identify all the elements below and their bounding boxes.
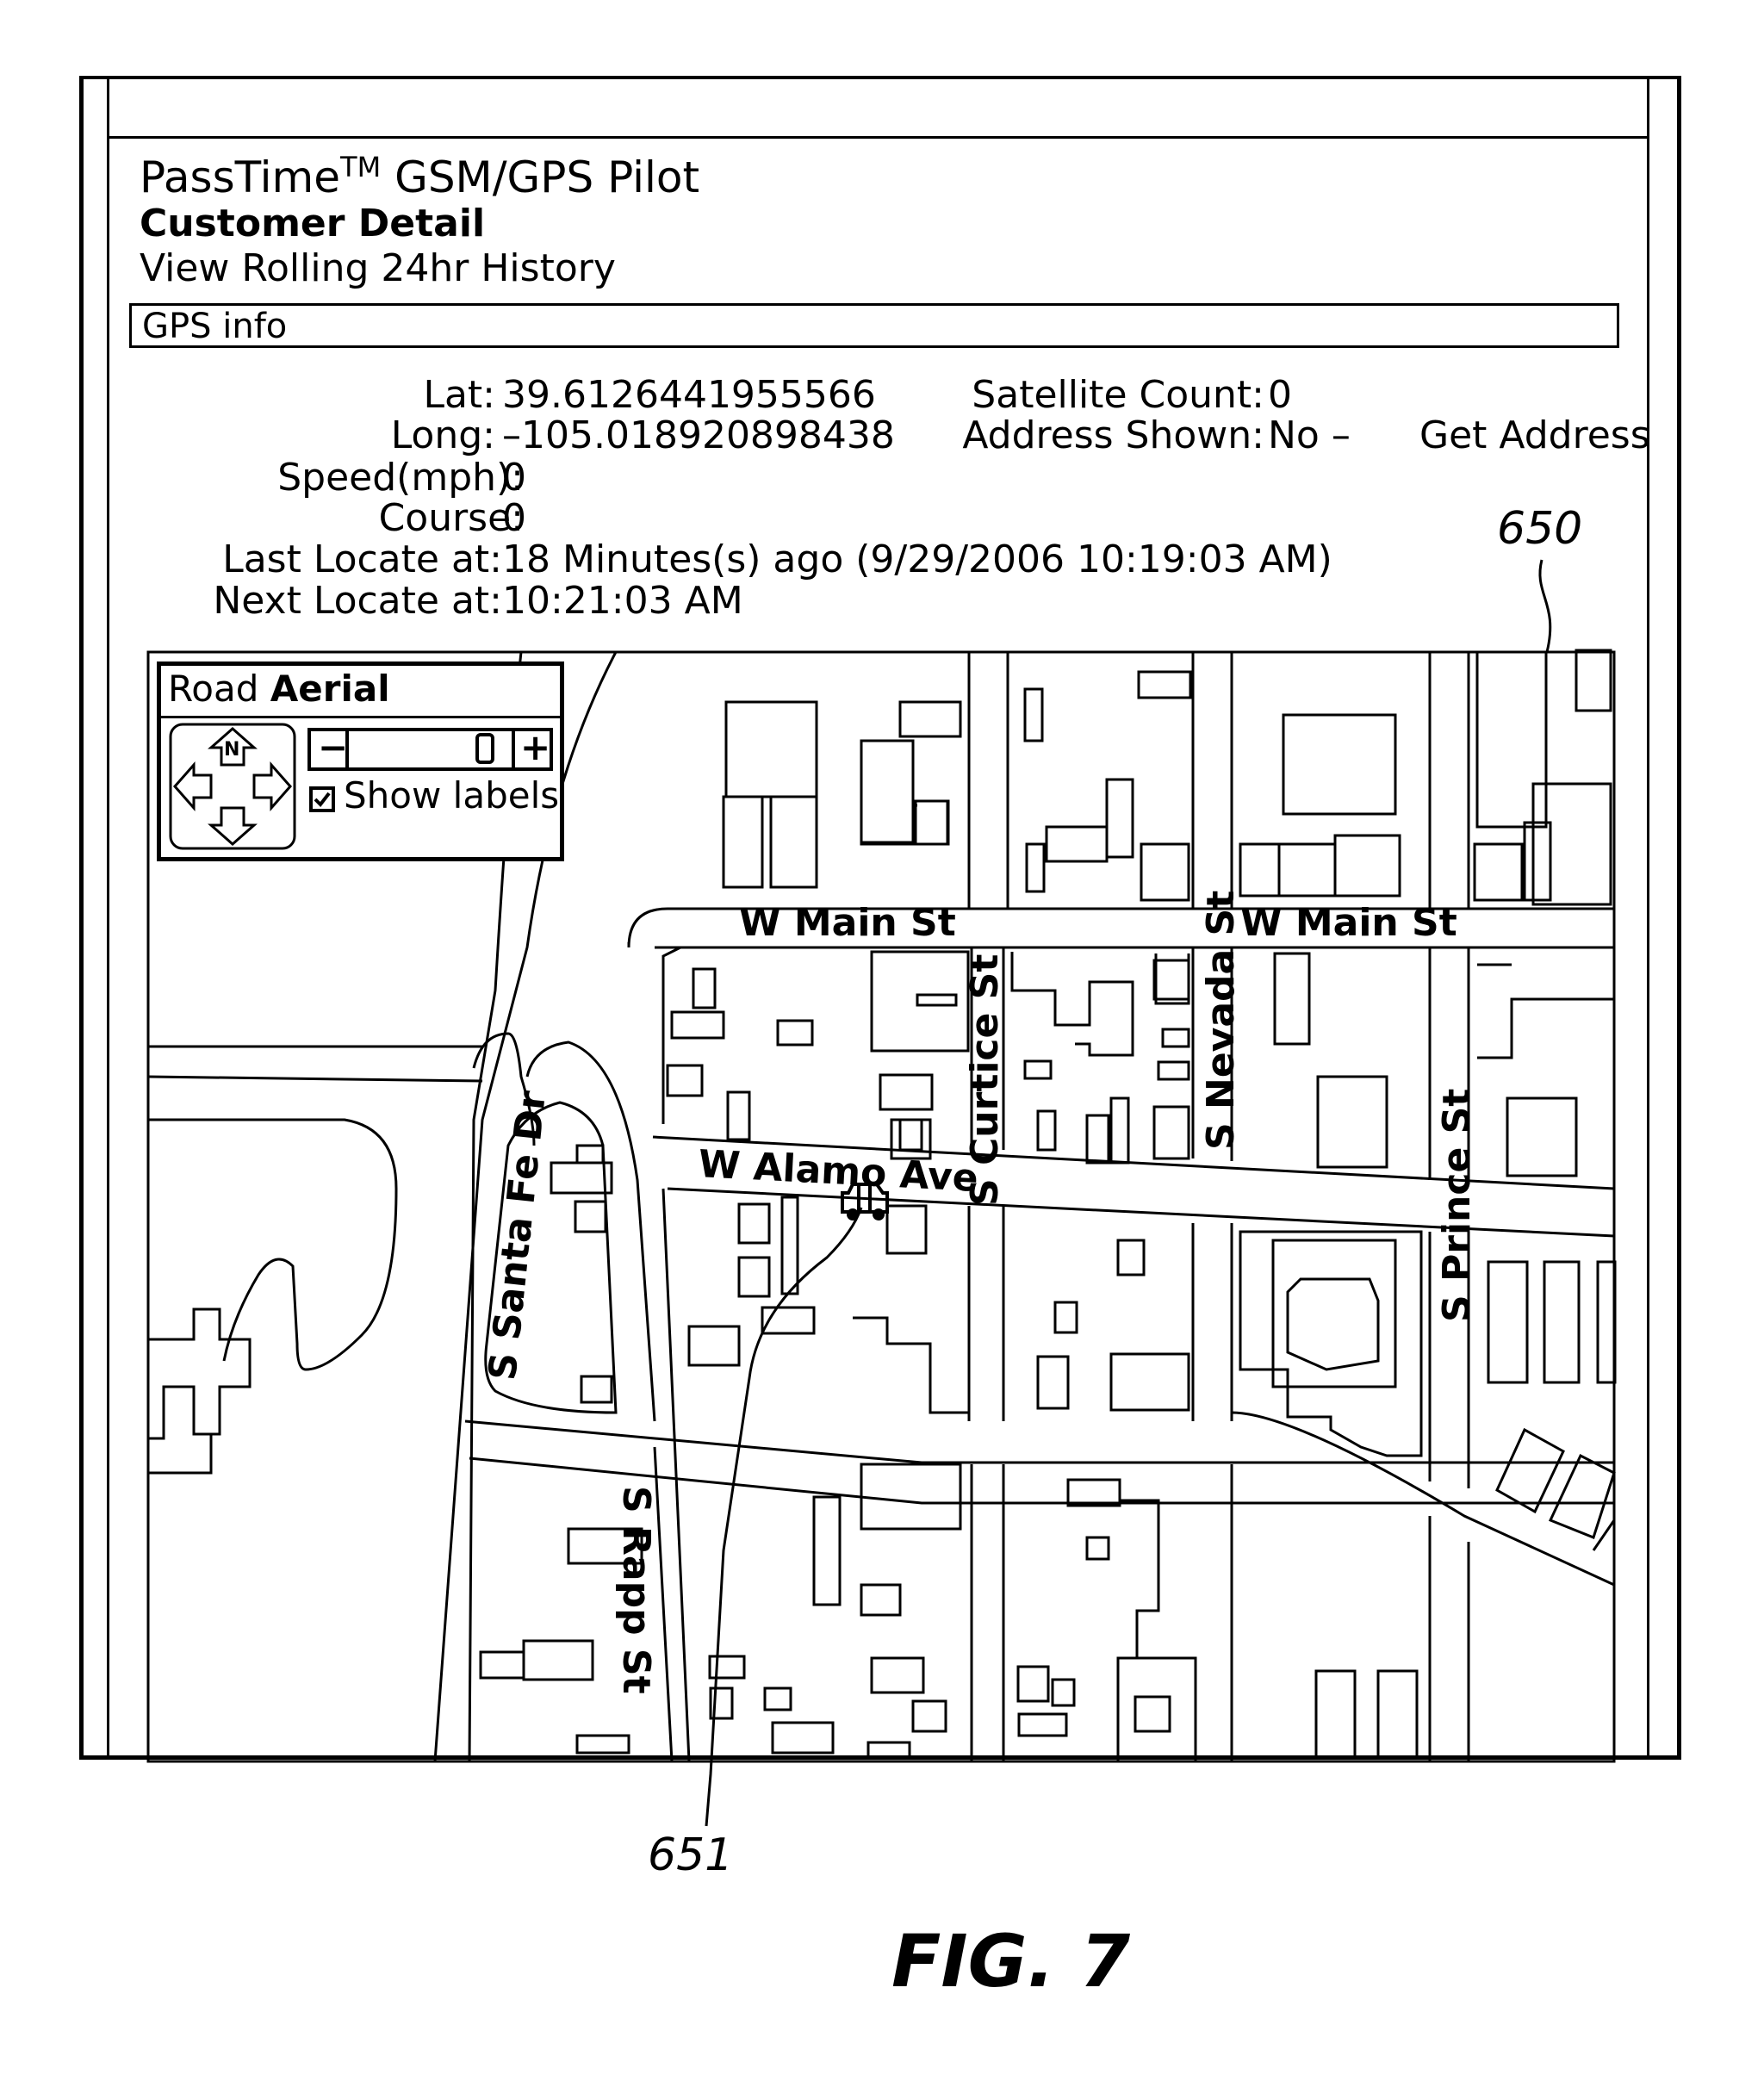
callout-650: 650 [1497, 503, 1583, 555]
street-label-s-nevada: S Nevada St [1199, 890, 1243, 1150]
long-label: Long: [390, 413, 495, 457]
zoom-thumb[interactable] [475, 733, 495, 764]
last-locate-label: Last Locate at: [222, 537, 502, 581]
last-locate-value: 18 Minutes(s) ago (9/29/2006 10:19:03 AM… [502, 537, 1332, 581]
map-mode-aerial[interactable]: Aerial [270, 668, 390, 710]
address-shown-value: No – [1268, 413, 1351, 457]
compass-north-label: N [224, 739, 240, 761]
long-value: –105.018920898438 [502, 413, 895, 457]
app-title: PassTimeTM GSM/GPS Pilot [140, 151, 700, 202]
pan-south-arrow [208, 806, 258, 846]
lat-value: 39.6126441955566 [502, 373, 876, 417]
gps-info-title: GPS info [142, 307, 288, 346]
map-control-panel: Road Aerial N − + Show labels [157, 662, 564, 861]
zoom-slider[interactable]: − + [307, 728, 553, 771]
vehicle-location-icon [841, 1183, 889, 1221]
figure-label: FIG. 7 [891, 1919, 1131, 2003]
pan-west-arrow [173, 761, 213, 811]
street-label-s-prince: S Prince St [1435, 1088, 1479, 1322]
next-locate-value: 10:21:03 AM [502, 579, 743, 623]
gps-info-section-header[interactable]: GPS info [129, 303, 1619, 348]
course-value: 0 [502, 496, 526, 540]
pan-east-arrow [252, 761, 292, 811]
show-labels-checkbox[interactable] [309, 786, 335, 812]
street-label-w-main-1: W Main St [739, 901, 956, 945]
address-shown-label: Address Shown: [962, 413, 1264, 457]
leader-650 [1538, 559, 1552, 653]
leader-651 [705, 1207, 863, 1827]
lat-label: Lat: [423, 373, 495, 417]
checkmark-icon [314, 792, 331, 808]
frame-inner-right [1647, 76, 1649, 1760]
street-label-s-rapp: S Rapp St [614, 1486, 658, 1694]
control-divider [161, 716, 560, 718]
pan-compass-control[interactable] [168, 722, 297, 851]
course-label: Course: [378, 496, 524, 540]
map-mode-road[interactable]: Road [168, 668, 259, 710]
satellite-count-label: Satellite Count: [972, 373, 1264, 417]
frame-inner-left [107, 76, 109, 1760]
speed-label: Speed(mph): [277, 456, 524, 500]
street-label-w-main-2: W Main St [1240, 901, 1457, 945]
satellite-count-value: 0 [1268, 373, 1292, 417]
street-label-s-curtice: S Curtice St [963, 953, 1007, 1206]
page-title: Customer Detail [140, 202, 486, 245]
callout-651: 651 [648, 1829, 734, 1881]
get-address-link[interactable]: Get Address [1419, 413, 1650, 457]
pan-north-arrow [208, 727, 258, 767]
zoom-out-button[interactable]: − [311, 730, 349, 767]
title-bar-divider [107, 136, 1649, 139]
map-mode-tabs: Road Aerial [168, 671, 390, 707]
map-border [146, 650, 1616, 1763]
next-locate-label: Next Locate at: [213, 579, 502, 623]
history-link[interactable]: View Rolling 24hr History [140, 246, 616, 290]
zoom-in-button[interactable]: + [512, 730, 550, 767]
show-labels-label: Show labels [344, 774, 560, 817]
speed-value: 0 [502, 456, 526, 500]
